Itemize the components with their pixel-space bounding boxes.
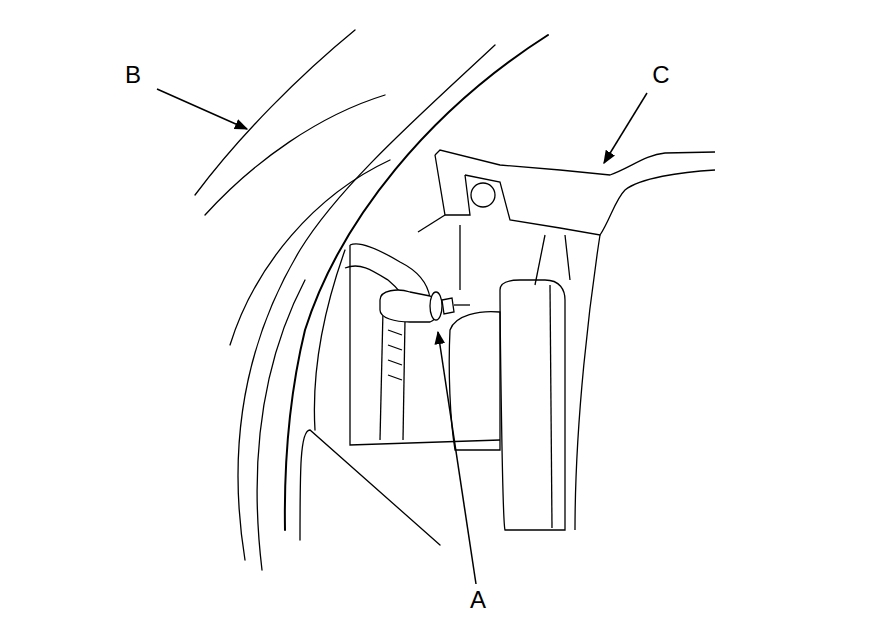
hose-clamp [380, 290, 470, 322]
leader-line [157, 89, 647, 584]
reservoir [449, 235, 600, 530]
callout-letter: A [470, 587, 486, 613]
hose [345, 244, 500, 445]
mount-bracket [418, 150, 715, 290]
callout-letter: B [125, 62, 141, 88]
callout-letter: C [652, 62, 669, 88]
fender-panel [195, 30, 548, 570]
